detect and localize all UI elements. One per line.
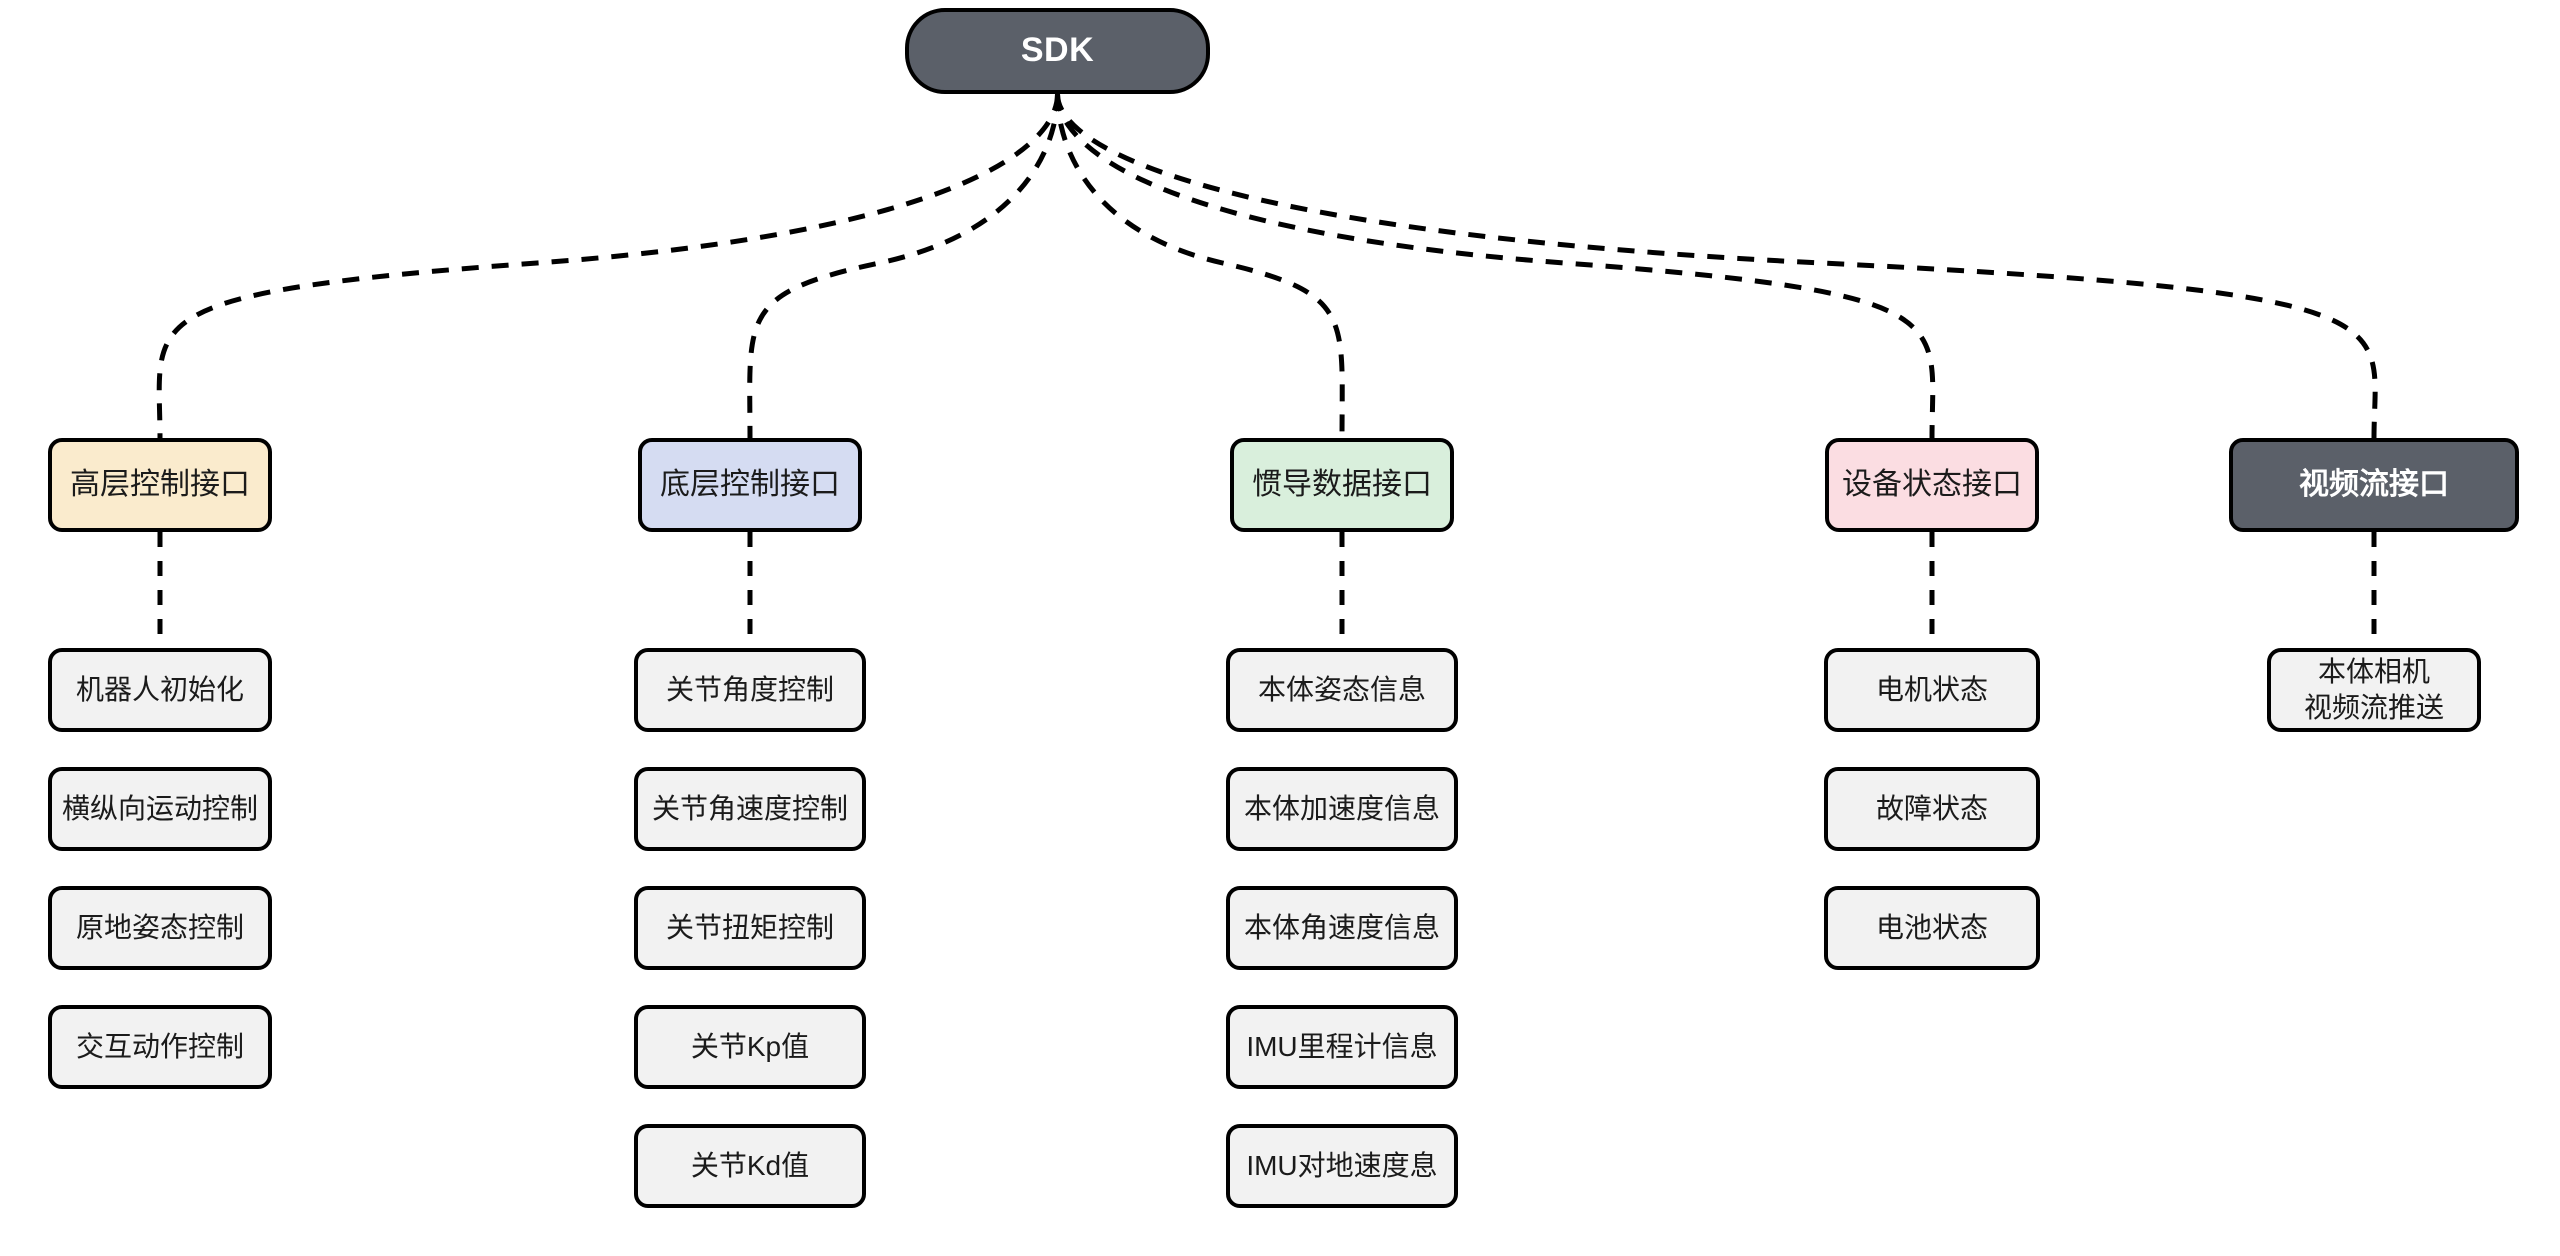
edge xyxy=(747,93,1060,439)
edge xyxy=(156,93,1060,439)
category-node-3[interactable]: 惯导数据接口 xyxy=(1230,438,1454,532)
leaf-node-3-2[interactable]: 本体加速度信息 xyxy=(1226,767,1458,851)
edge xyxy=(1055,93,1936,439)
leaf-node-4-1[interactable]: 电机状态 xyxy=(1824,648,2040,732)
leaf-node-1-2[interactable]: 横纵向运动控制 xyxy=(48,767,272,851)
leaf-node-2-3[interactable]: 关节扭矩控制 xyxy=(634,886,866,970)
leaf-node-2-2[interactable]: 关节角速度控制 xyxy=(634,767,866,851)
leaf-node-3-5[interactable]: IMU对地速度息 xyxy=(1226,1124,1458,1208)
leaf-node-5-1[interactable]: 本体相机 视频流推送 xyxy=(2267,648,2481,732)
edge xyxy=(1055,93,2378,439)
category-node-4[interactable]: 设备状态接口 xyxy=(1825,438,2039,532)
category-node-5[interactable]: 视频流接口 xyxy=(2229,438,2519,532)
leaf-node-2-5[interactable]: 关节Kd值 xyxy=(634,1124,866,1208)
root-node-sdk[interactable]: SDK xyxy=(905,8,1210,94)
leaf-node-3-4[interactable]: IMU里程计信息 xyxy=(1226,1005,1458,1089)
leaf-node-4-3[interactable]: 电池状态 xyxy=(1824,886,2040,970)
edge xyxy=(1055,93,1345,439)
category-node-1[interactable]: 高层控制接口 xyxy=(48,438,272,532)
leaf-node-1-1[interactable]: 机器人初始化 xyxy=(48,648,272,732)
leaf-node-2-1[interactable]: 关节角度控制 xyxy=(634,648,866,732)
leaf-node-3-1[interactable]: 本体姿态信息 xyxy=(1226,648,1458,732)
leaf-node-4-2[interactable]: 故障状态 xyxy=(1824,767,2040,851)
category-node-2[interactable]: 底层控制接口 xyxy=(638,438,862,532)
leaf-node-2-4[interactable]: 关节Kp值 xyxy=(634,1005,866,1089)
leaf-node-1-4[interactable]: 交互动作控制 xyxy=(48,1005,272,1089)
leaf-node-3-3[interactable]: 本体角速度信息 xyxy=(1226,886,1458,970)
leaf-node-1-3[interactable]: 原地姿态控制 xyxy=(48,886,272,970)
